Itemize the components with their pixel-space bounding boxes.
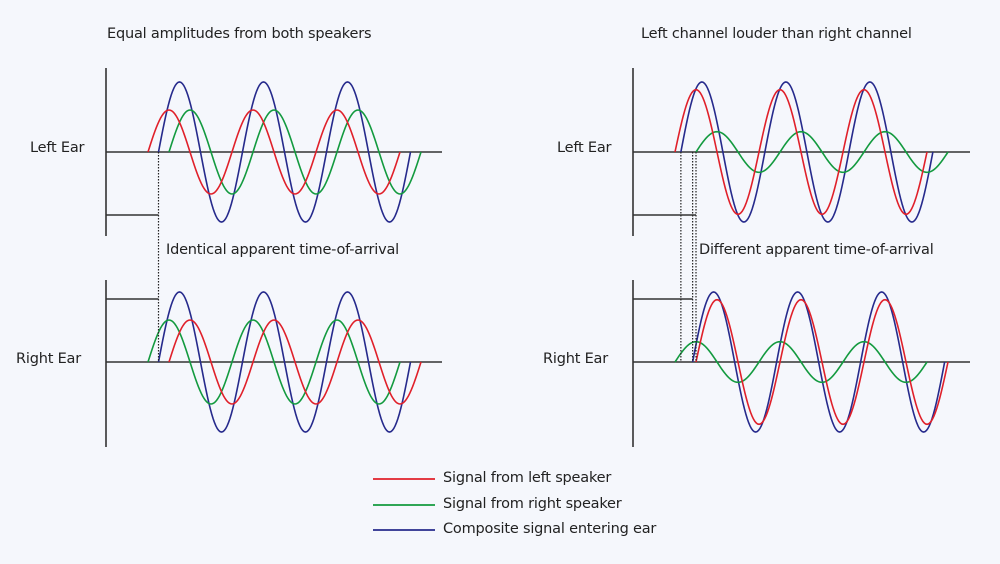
wave-left [168, 319, 422, 405]
legend-swatches [373, 478, 435, 531]
ear-label-left-panel-louder: Left Ear [557, 140, 612, 156]
wave-composite [157, 81, 412, 223]
ear-label-right-panel-equal: Right Ear [16, 351, 82, 367]
ear-label-right-panel-louder: Right Ear [543, 351, 609, 367]
wave-right [674, 340, 928, 384]
ear-plot-right [105, 280, 442, 447]
panel-title-equal: Equal amplitudes from both speakers [107, 26, 372, 42]
wave-composite [680, 81, 934, 223]
annotation-different-arrival: Different apparent time-of-arrival [699, 242, 934, 258]
legend-label-right-speaker: Signal from right speaker [443, 496, 622, 512]
wave-left [147, 109, 401, 195]
panel-title-left-louder: Left channel louder than right channel [641, 26, 912, 42]
wave-left [695, 298, 949, 426]
panel-left-louder [632, 68, 970, 447]
legend-label-left-speaker: Signal from left speaker [443, 470, 612, 486]
legend-label-composite: Composite signal entering ear [443, 521, 657, 537]
ear-plot-left [632, 68, 970, 236]
wave-right [147, 319, 401, 405]
wave-right [168, 109, 422, 195]
panel-equal-amplitudes [105, 68, 442, 447]
ear-plot-right [632, 280, 970, 447]
wave-composite [157, 291, 412, 433]
wave-left [674, 88, 928, 216]
ear-label-left-panel-equal: Left Ear [30, 140, 85, 156]
wave-composite [691, 291, 946, 433]
ear-plot-left [105, 68, 442, 236]
wave-right [695, 130, 949, 174]
annotation-identical-arrival: Identical apparent time-of-arrival [166, 242, 399, 258]
